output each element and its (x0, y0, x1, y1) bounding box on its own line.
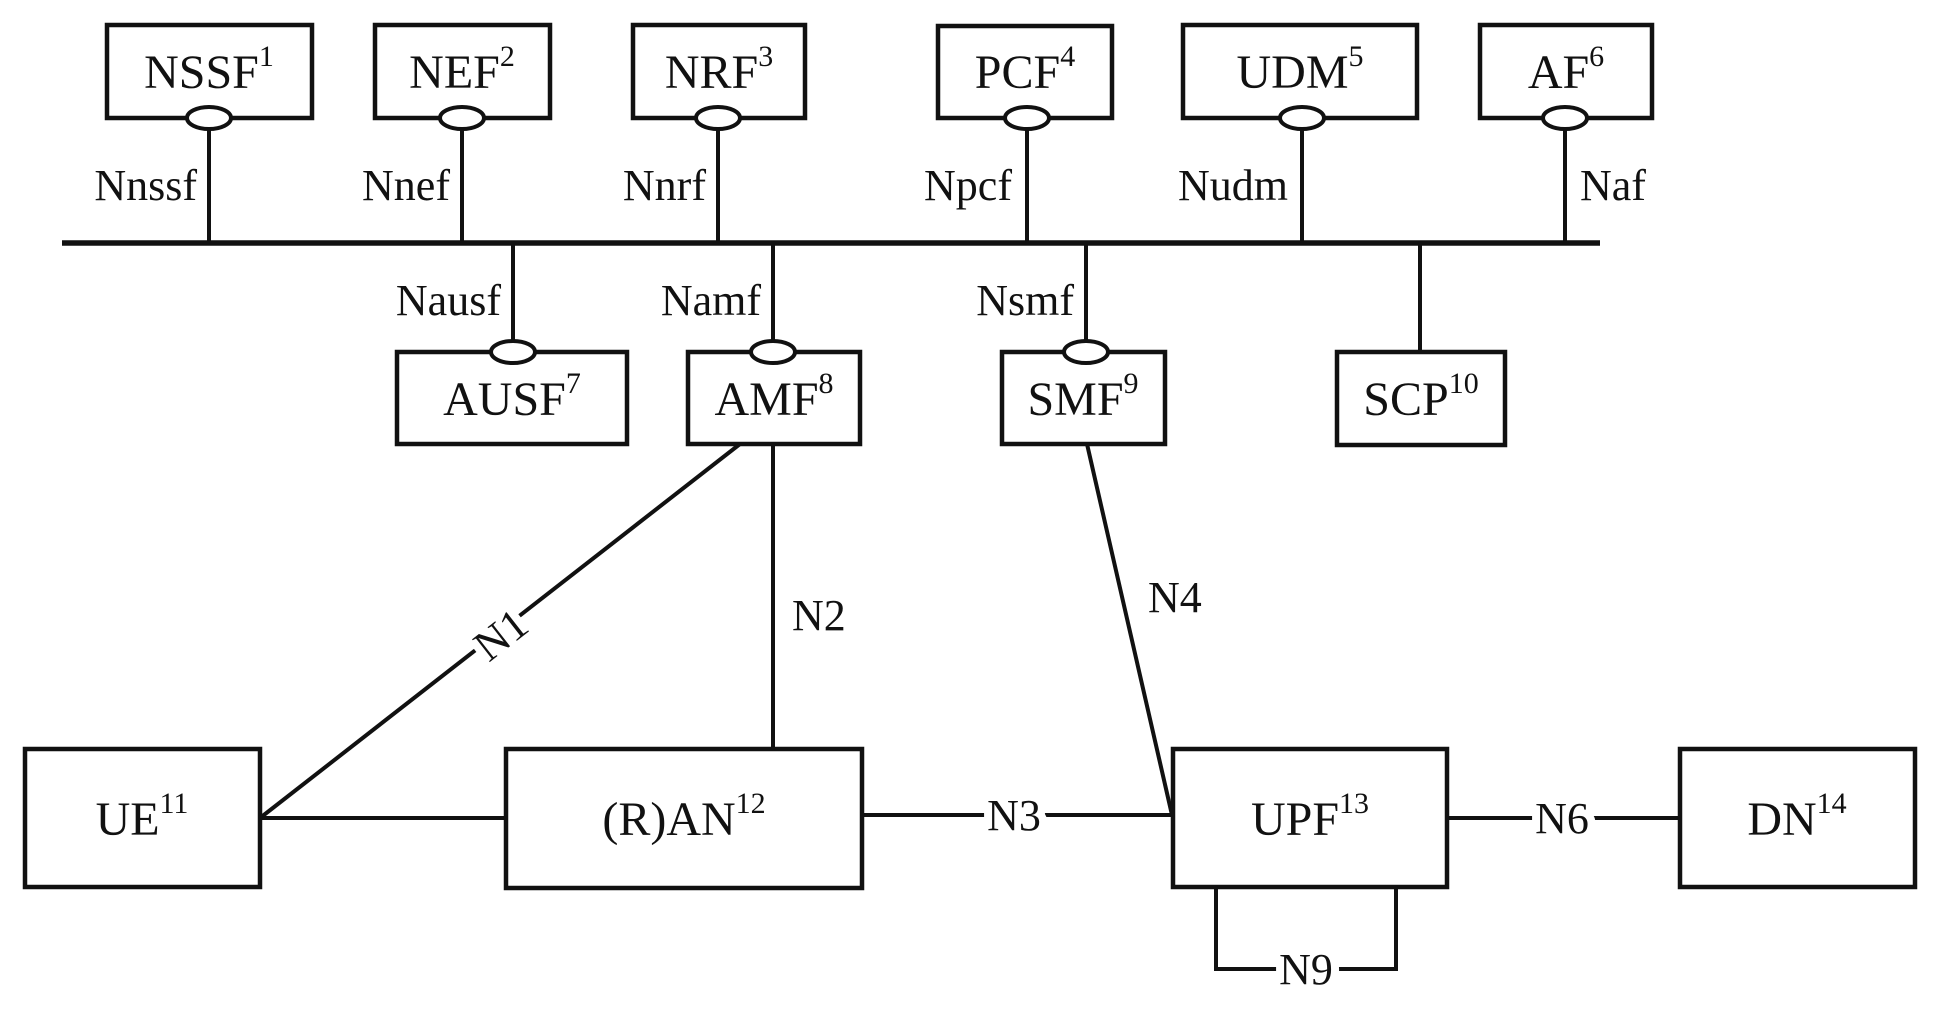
link-n9-loop (1214, 887, 1398, 971)
link-n4 (1085, 443, 1174, 816)
node-box-ran (503, 746, 865, 891)
link-label-n4: N4 (1148, 573, 1202, 622)
node-label-pcf: PCF4 (975, 40, 1075, 99)
node-box-pcf (935, 23, 1115, 121)
sbi-bus-group (62, 122, 1600, 354)
iface-label-nsmf: Nsmf (976, 276, 1074, 325)
sbi-connector-udm (1278, 105, 1326, 131)
node-label-dn: DN14 (1747, 787, 1846, 846)
node-label-nrf: NRF3 (665, 40, 773, 99)
sbi-connector-nssf (185, 105, 233, 131)
node-label-smf: SMF9 (1027, 367, 1138, 426)
node-box-udm (1180, 22, 1420, 121)
node-label-nef: NEF2 (409, 40, 515, 99)
node-label-ausf: AUSF7 (443, 367, 581, 426)
node-label-scp: SCP10 (1363, 367, 1478, 426)
node-box-nef (372, 22, 553, 121)
sbi-connector-nef (438, 105, 486, 131)
sbi-connector-pcf (1003, 105, 1051, 131)
sbi-connector-af (1541, 105, 1589, 131)
sbi-connector-smf (1062, 339, 1110, 365)
iface-label-namf: Namf (661, 276, 762, 325)
sbi-connector-amf (749, 339, 797, 365)
node-box-nrf (630, 22, 808, 121)
link-label-n2: N2 (792, 591, 846, 640)
node-label-udm: UDM5 (1236, 40, 1363, 99)
node-box-ue (22, 746, 263, 890)
reference-point-links (258, 442, 1680, 971)
node-box-scp (1334, 349, 1508, 448)
node-label-amf: AMF8 (714, 367, 833, 426)
service-interface-labels: Nnssf Nnef Nnrf Npcf Nudm Naf Nausf Namf… (94, 161, 1646, 325)
iface-label-naf: Naf (1580, 161, 1646, 210)
node-label-nssf: NSSF1 (144, 40, 274, 99)
iface-label-nnssf: Nnssf (94, 161, 197, 210)
service-connectors (185, 105, 1589, 365)
node-box-dn (1677, 746, 1918, 890)
node-label-af: AF6 (1528, 40, 1604, 99)
sbi-connector-ausf (489, 339, 537, 365)
node-label-ue: UE11 (96, 787, 189, 846)
node-box-amf (685, 349, 863, 447)
link-label-n3: N3 (987, 791, 1041, 840)
node-labels: NSSF1 NEF2 NRF3 PCF4 UDM5 AF6 AUSF7 AMF8… (96, 40, 1847, 846)
link-label-n6: N6 (1535, 794, 1589, 843)
iface-label-nausf: Nausf (396, 276, 501, 325)
iface-label-nnef: Nnef (362, 161, 450, 210)
iface-label-nnrf: Nnrf (623, 161, 706, 210)
node-box-af (1477, 22, 1655, 121)
node-label-upf: UPF13 (1251, 787, 1369, 846)
sbi-connector-nrf (694, 105, 742, 131)
reference-point-labels: N1 N2 N3 N4 N6 N9 (457, 573, 1597, 1002)
iface-label-nudm: Nudm (1178, 161, 1288, 210)
link-label-n9: N9 (1279, 945, 1333, 994)
iface-label-npcf: Npcf (924, 161, 1012, 210)
node-box-upf (1170, 746, 1450, 890)
link-n1 (258, 442, 742, 820)
node-boxes (22, 22, 1918, 891)
node-label-ran: (R)AN12 (602, 787, 765, 846)
